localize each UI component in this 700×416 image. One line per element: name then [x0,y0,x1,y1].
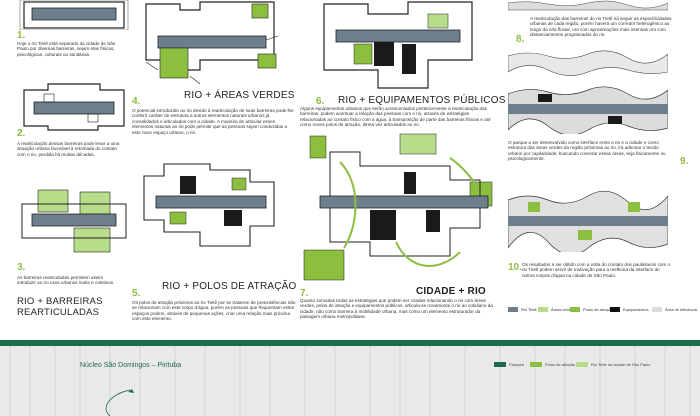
bottom-title: Núcleo São Domingos – Pirituba [80,362,182,369]
legend-label: Polos de atração [583,307,614,312]
step-4-title: RIO + ÁREAS VERDES [184,90,295,101]
bottom-legend-label: Parques [509,362,524,367]
step-7-number: 7. [300,288,309,299]
step-6-number: 6. [316,96,325,107]
sketch-1 [18,0,130,30]
sketch-5 [140,156,280,256]
legend-swatch [610,307,620,312]
step-9-number: 9. [680,156,689,167]
step-2-text: A rearticulação dessas barreiras pode le… [17,141,120,157]
legend-item: Polos de atração [570,307,613,312]
legend-swatch [570,307,580,312]
bottom-band [0,346,700,416]
legend-swatch [538,307,548,312]
legend-item: Equipamentos [610,307,649,312]
step-9-text: O parque a ser desenvolvido como interfa… [508,140,666,162]
step-7-title: CIDADE + RIO [416,286,486,297]
step-4-number: 4. [132,96,141,107]
legend-label: Áreas verdes [551,307,575,312]
step-8-text: A rearticulação das barreiras do rio Tie… [530,16,672,38]
sketch-2 [18,82,130,132]
bottom-legend: Parques Polos de atração Rio Tietê na cida… [494,362,694,372]
bottom-legend-label: Rio Tietê na cidade de São Paulo [591,362,651,367]
bottom-legend-swatch [576,362,588,367]
legend-swatch [652,307,662,312]
step-1-text: Hoje o rio Tietê está separado da cidade… [17,41,116,57]
step-5-number: 5. [132,288,141,299]
bottom-legend-label: Polos de atração [545,362,576,367]
sketch-legend: Rio Tietê Áreas verdes Polos de atração Equ… [508,307,698,317]
step-3-text: As barreiras rearticuladas permitem assi… [17,275,115,286]
step-8-number: 8. [516,34,525,45]
legend-item: Áreas verdes [538,307,575,312]
legend-swatch [508,307,518,312]
legend-item: Rio Tietê [508,307,537,312]
step-3-title: RIO + BARREIRAS REARTICULADAS [17,296,103,318]
step-2-number: 2. [17,128,26,139]
bottom-legend-item: Parques [494,362,524,367]
sketch-4 [140,0,280,90]
sketch-6 [318,0,478,92]
bottom-legend-item: Polos de atração [530,362,575,367]
step-6-title: RIO + EQUIPAMENTOS PÚBLICOS [338,95,506,106]
step-7-text: Quanto somadas todas as estratégias que … [300,298,493,320]
sketch-8 [508,50,668,76]
sketch-10 [508,190,668,252]
step-1-number: 1. [17,30,26,41]
sketch-8-strip [508,0,668,12]
step-3-number: 3. [17,262,26,273]
sketch-7 [300,132,500,286]
step-4-text: O potencial introduzido ao rio devido à … [132,108,294,135]
step-10-text: Os resultados a ser obtido com a volta d… [522,262,671,278]
sketch-3 [18,186,130,256]
bottom-legend-swatch [530,362,542,367]
sketch-9 [508,84,668,134]
bottom-legend-swatch [494,362,506,367]
legend-label: Rio Tietê [521,307,537,312]
legend-label: Equipamentos [623,307,649,312]
step-6-text: Alguns equipamentos urbanos que serão ac… [300,106,491,128]
legend-label: Área de influência [665,307,698,312]
bottom-band-accent [0,340,700,346]
step-5-title: RIO + POLOS DE ATRAÇÃO [162,281,297,292]
step-10-number: 10. [508,262,522,273]
step-5-text: Os polos de atração próximos ao rio Tiet… [132,300,296,322]
bottom-legend-item: Rio Tietê na cidade de São Paulo [576,362,650,367]
legend-item: Área de influência [652,307,697,312]
